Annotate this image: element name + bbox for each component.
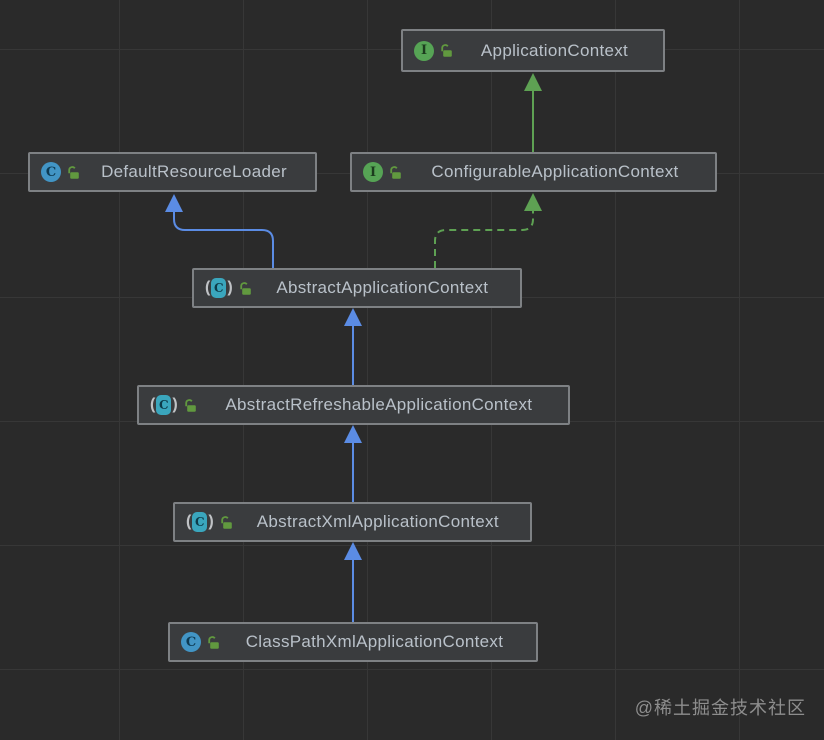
abstract-class-icon: C: [186, 512, 214, 532]
edge-abstractxml-extends-refreshable[interactable]: [344, 425, 362, 502]
node-label: ApplicationContext: [480, 40, 629, 60]
node-label: AbstractRefreshableApplicationContext: [225, 395, 533, 414]
node-label: AbstractApplicationContext: [276, 278, 489, 297]
watermark: @稀土掘金技术社区: [634, 698, 806, 718]
arrowhead: [524, 193, 542, 211]
interface-icon: I: [414, 40, 434, 61]
edge-abstract-implements-configurable[interactable]: [434, 193, 542, 268]
edge-configurable-extends-applicationcontext[interactable]: [524, 73, 542, 152]
class-icon: C: [181, 632, 201, 652]
open-lock-icon: [66, 165, 81, 180]
open-lock-icon: [183, 398, 198, 413]
interface-icon: I: [363, 162, 383, 182]
edge-refreshable-extends-abstract[interactable]: [344, 308, 362, 385]
arrowhead: [344, 425, 362, 443]
node-class-path-xml-application-context[interactable]: C ClassPathXmlApplicationContext: [168, 622, 538, 662]
open-lock-icon: [206, 635, 221, 650]
edge-classpathxml-extends-abstractxml[interactable]: [344, 542, 362, 622]
arrowhead: [344, 308, 362, 326]
open-lock-icon: [439, 43, 454, 58]
open-lock-icon: [219, 515, 234, 530]
arrowhead: [165, 194, 183, 212]
open-lock-icon: [388, 165, 403, 180]
node-configurable-application-context[interactable]: I ConfigurableApplicationContext: [350, 152, 717, 192]
node-abstract-xml-application-context[interactable]: C AbstractXmlApplicationContext: [173, 502, 532, 542]
node-label: ClassPathXmlApplicationContext: [245, 632, 504, 651]
arrowhead: [524, 73, 542, 91]
node-label: AbstractXmlApplicationContext: [256, 512, 499, 531]
node-label: ConfigurableApplicationContext: [431, 162, 679, 181]
node-abstract-application-context[interactable]: C AbstractApplicationContext: [192, 268, 522, 308]
abstract-class-icon: C: [150, 395, 178, 415]
edge-abstract-extends-defaultresourceloader[interactable]: [165, 194, 274, 268]
abstract-class-icon: C: [205, 278, 233, 298]
node-label: DefaultResourceLoader: [101, 162, 287, 181]
node-default-resource-loader[interactable]: C DefaultResourceLoader: [28, 152, 317, 192]
node-abstract-refreshable-application-context[interactable]: C AbstractRefreshableApplicationContext: [137, 385, 570, 425]
node-application-context[interactable]: I ApplicationContext: [401, 29, 665, 72]
open-lock-icon: [238, 281, 253, 296]
arrowhead: [344, 542, 362, 560]
class-icon: C: [41, 162, 61, 182]
